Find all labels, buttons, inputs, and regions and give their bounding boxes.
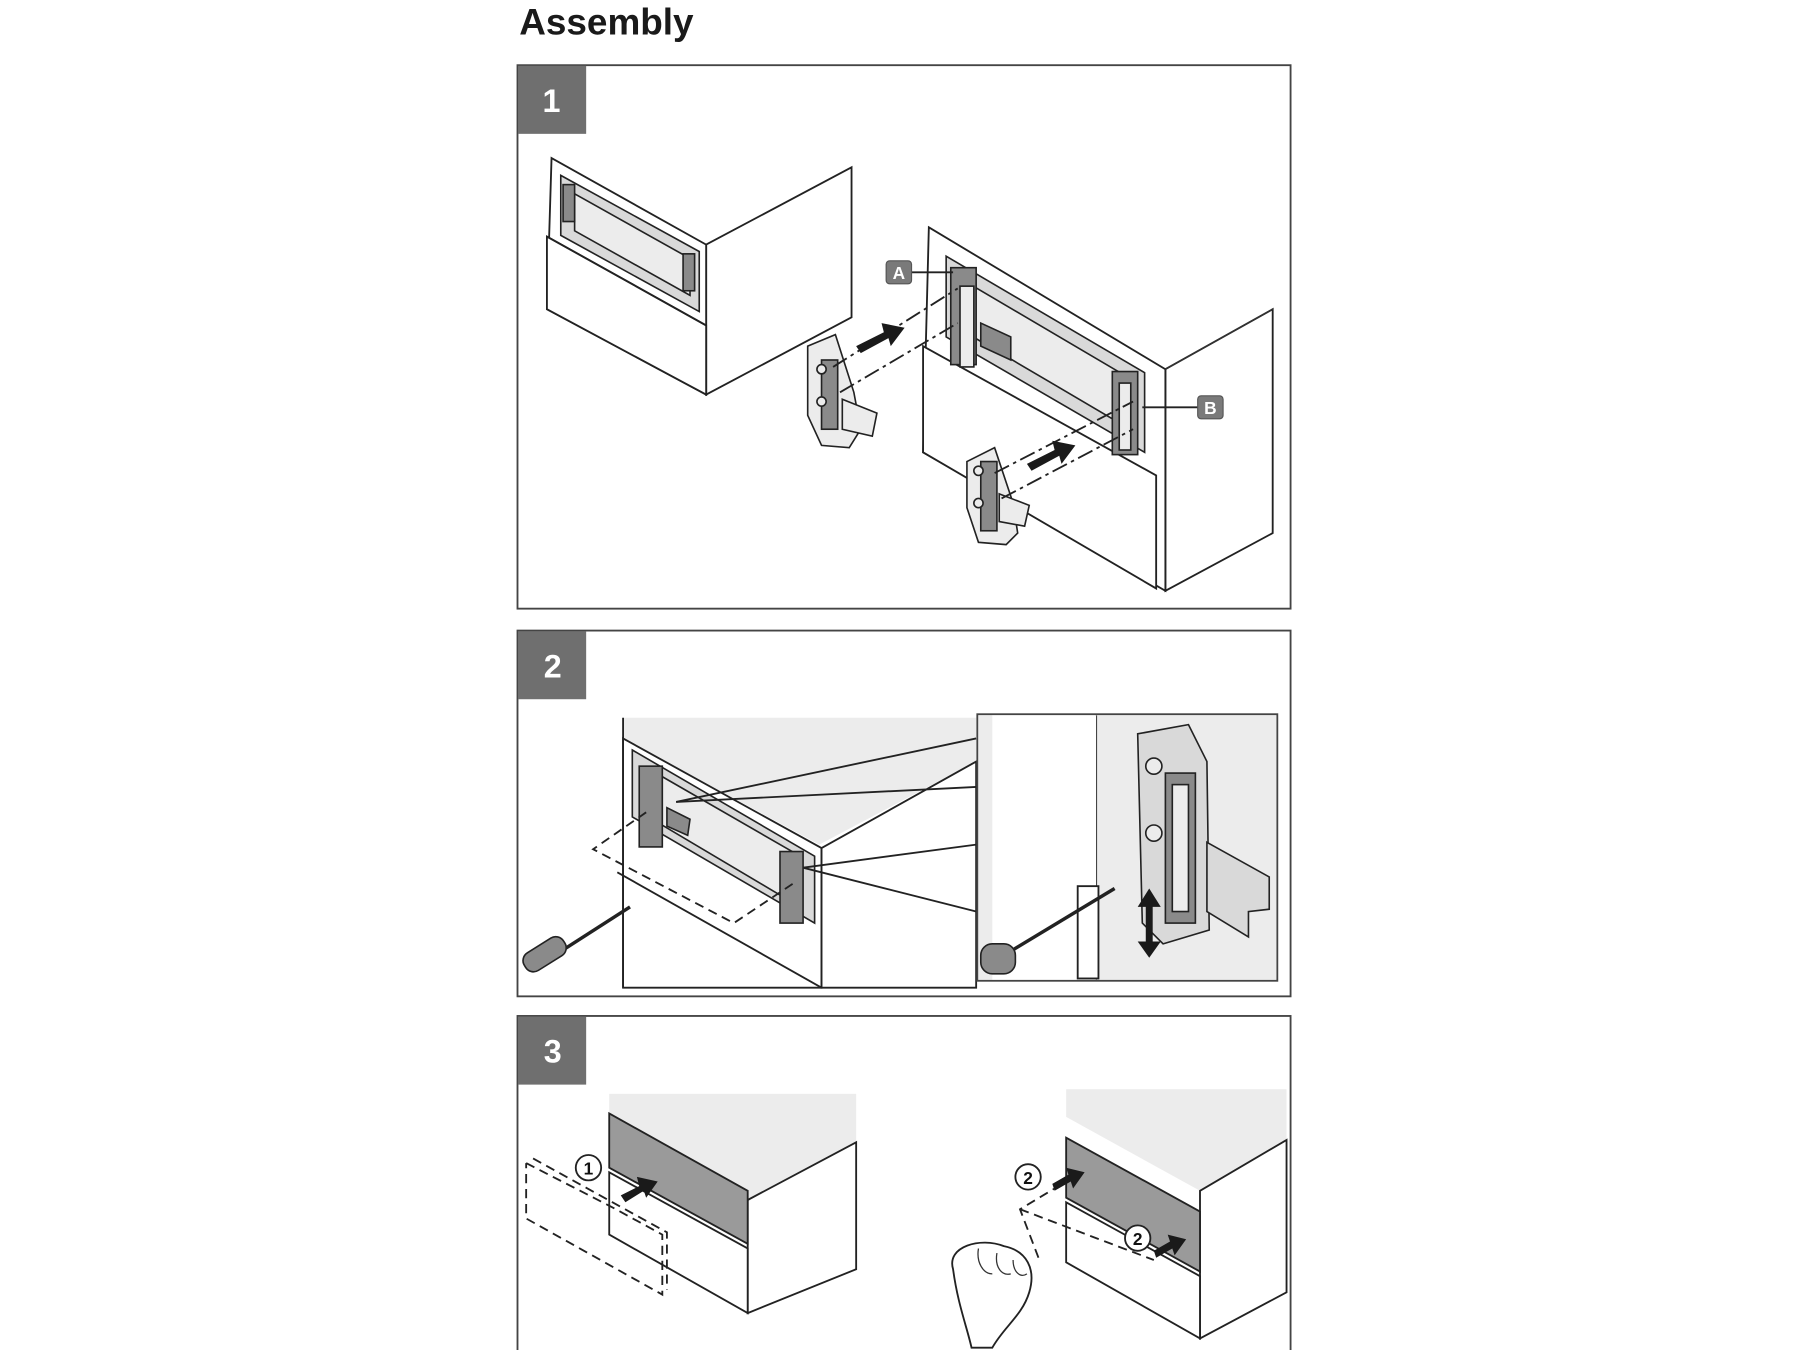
- cabinet-illustration-front-press: 2 2: [951, 1089, 1288, 1349]
- cabinet-illustration-adjust: [522, 717, 978, 989]
- push-arrow-icon: [1052, 1167, 1085, 1191]
- svg-text:A: A: [893, 263, 906, 283]
- step-1-number: 1: [543, 83, 561, 119]
- drawer-connector-right: [966, 446, 1031, 546]
- svg-text:2: 2: [1133, 1229, 1143, 1249]
- push-arrow-icon: [620, 1176, 658, 1203]
- step-2-badge: [518, 631, 587, 700]
- hand-fist-icon: [951, 1241, 1033, 1349]
- page-title: Assembly: [519, 2, 694, 43]
- callout-a: A: [885, 260, 954, 285]
- step-marker-2a: 2: [1014, 1163, 1042, 1191]
- callout-b: B: [1142, 395, 1224, 420]
- screwdriver-icon: [522, 905, 631, 973]
- insert-arrow-icon: [856, 323, 905, 354]
- push-arrow-icon: [1153, 1234, 1187, 1258]
- step-marker-2b: 2: [1124, 1224, 1152, 1252]
- drawer-connector-left: [806, 333, 878, 449]
- step-1-badge: [518, 65, 587, 134]
- detail-inset: [976, 713, 1279, 982]
- insert-arrow-icon: [1026, 440, 1076, 471]
- step-3-number: 3: [544, 1034, 562, 1070]
- svg-text:1: 1: [584, 1159, 594, 1179]
- step-3-panel: 3 1 2: [516, 1015, 1292, 1350]
- cabinet-illustration-right: [922, 225, 1274, 593]
- step-3-badge: [518, 1016, 587, 1085]
- step-marker-1: 1: [574, 1154, 603, 1182]
- step-1-panel: 1: [516, 64, 1292, 610]
- cabinet-illustration-left: [545, 156, 853, 397]
- svg-text:2: 2: [1023, 1168, 1033, 1188]
- svg-text:B: B: [1204, 398, 1217, 418]
- step-2-number: 2: [544, 648, 562, 684]
- step-2-panel: 2: [516, 629, 1292, 998]
- cabinet-illustration-front-attach: 1: [525, 1093, 858, 1315]
- adjust-up-down-arrow-icon: [1137, 888, 1161, 958]
